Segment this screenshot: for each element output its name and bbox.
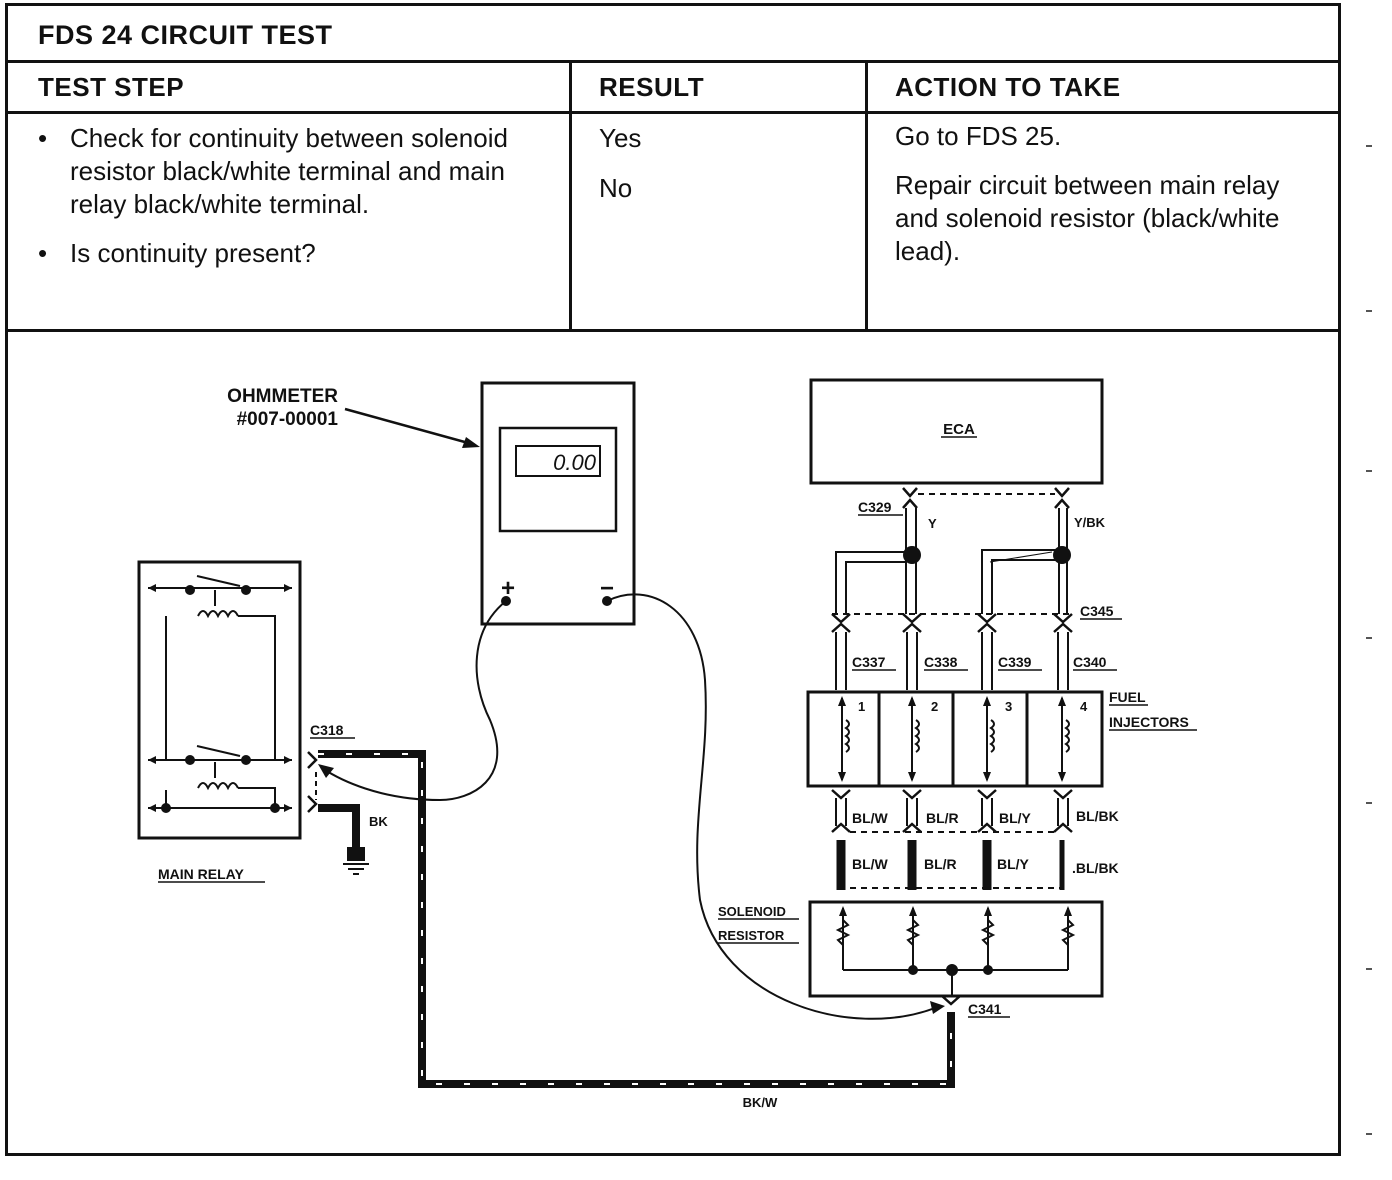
connector-c318: C318 — [310, 722, 344, 738]
connector-c345: C345 — [1080, 603, 1114, 619]
header-test-step-label: TEST STEP — [38, 72, 185, 102]
test-step-list: Check for continuity between solenoid re… — [38, 122, 518, 270]
column-header-row: TEST STEP RESULT ACTION TO TAKE — [8, 63, 1338, 114]
margin-tick — [1366, 470, 1372, 472]
meter-display: 0.00 — [553, 450, 597, 475]
main-relay — [137, 560, 302, 840]
fuel-injectors-label-2: INJECTORS — [1109, 714, 1189, 730]
injector-number: 1 — [858, 699, 865, 714]
ohmmeter-label: OHMMETER — [227, 386, 338, 407]
wiring-diagram: OHMMETER #007-00001 0.00 + − ECA C329 Y … — [137, 378, 1197, 1110]
injector-number: 4 — [1080, 699, 1088, 714]
test-step-item: Is continuity present? — [38, 237, 518, 270]
header-action-label: ACTION TO TAKE — [895, 72, 1121, 102]
header-test-step: TEST STEP — [8, 63, 569, 111]
title-row: FDS 24 CIRCUIT TEST — [8, 6, 1338, 63]
margin-tick — [1366, 145, 1372, 147]
solenoid-resistor-label-1: SOLENOID — [718, 904, 786, 919]
wire-ybk: Y/BK — [1074, 515, 1106, 530]
margin-tick — [1366, 637, 1372, 639]
action-yes: Go to FDS 25. — [895, 121, 1062, 151]
column-divider — [569, 63, 572, 332]
margin-tick — [1366, 1133, 1372, 1135]
fuel-injectors-label-1: FUEL — [1109, 689, 1146, 705]
wire-blbk: BL/BK — [1076, 808, 1119, 824]
fuel-injectors — [806, 690, 1104, 788]
header-result-label: RESULT — [599, 72, 705, 102]
ohmmeter-part-number: #007-00001 — [237, 409, 339, 430]
wire-blw: BL/W — [852, 810, 889, 826]
action-no: Repair circuit between main relay and so… — [895, 170, 1280, 266]
connector-c329: C329 — [858, 499, 892, 515]
margin-tick — [1366, 968, 1372, 970]
circuit-test-sheet: FDS 24 CIRCUIT TEST TEST STEP RESULT ACT… — [5, 3, 1341, 1156]
positive-test-lead — [321, 600, 507, 802]
connector-c338: C338 — [924, 654, 958, 670]
margin-tick — [1366, 310, 1372, 312]
ohmmeter-pointer — [344, 407, 473, 446]
test-step-item: Check for continuity between solenoid re… — [38, 122, 518, 221]
page-title: FDS 24 CIRCUIT TEST — [38, 20, 333, 50]
solenoid-resistor — [808, 900, 1104, 998]
margin-tick — [1366, 802, 1372, 804]
result-no: No — [599, 173, 633, 203]
wire-bkw: BK/W — [743, 1095, 778, 1110]
column-divider — [865, 63, 868, 332]
solenoid-resistor-label-2: RESISTOR — [718, 928, 785, 943]
header-result: RESULT — [569, 63, 865, 111]
ohmmeter — [480, 381, 636, 626]
wire-blw-2: BL/W — [852, 856, 889, 872]
wire-y: Y — [928, 516, 937, 531]
wire-blr: BL/R — [926, 810, 959, 826]
wire-blr-2: BL/R — [924, 856, 957, 872]
wire-bly: BL/Y — [999, 810, 1032, 826]
connector-c337: C337 — [852, 654, 886, 670]
meter-plus-terminal: + — [501, 575, 515, 602]
main-relay-label: MAIN RELAY — [158, 866, 244, 882]
connector-c339: C339 — [998, 654, 1032, 670]
test-step-cell: Check for continuity between solenoid re… — [38, 122, 518, 286]
wire-blbk-2: .BL/BK — [1072, 860, 1119, 876]
action-cell: Go to FDS 25. Repair circuit between mai… — [895, 120, 1315, 284]
connector-c340: C340 — [1073, 654, 1107, 670]
injector-number: 3 — [1005, 699, 1012, 714]
eca-module — [809, 378, 1104, 485]
meter-minus-terminal: − — [600, 575, 614, 602]
negative-test-lead — [606, 593, 936, 1020]
wire-bk: BK — [369, 814, 388, 829]
eca-label: ECA — [943, 421, 975, 438]
header-action: ACTION TO TAKE — [865, 63, 1340, 111]
result-cell: Yes No — [599, 122, 849, 222]
connector-c341: C341 — [968, 1001, 1002, 1017]
wire-bly-2: BL/Y — [997, 856, 1030, 872]
result-yes: Yes — [599, 123, 642, 153]
test-body-row: Check for continuity between solenoid re… — [8, 114, 1338, 332]
injector-number: 2 — [931, 699, 938, 714]
